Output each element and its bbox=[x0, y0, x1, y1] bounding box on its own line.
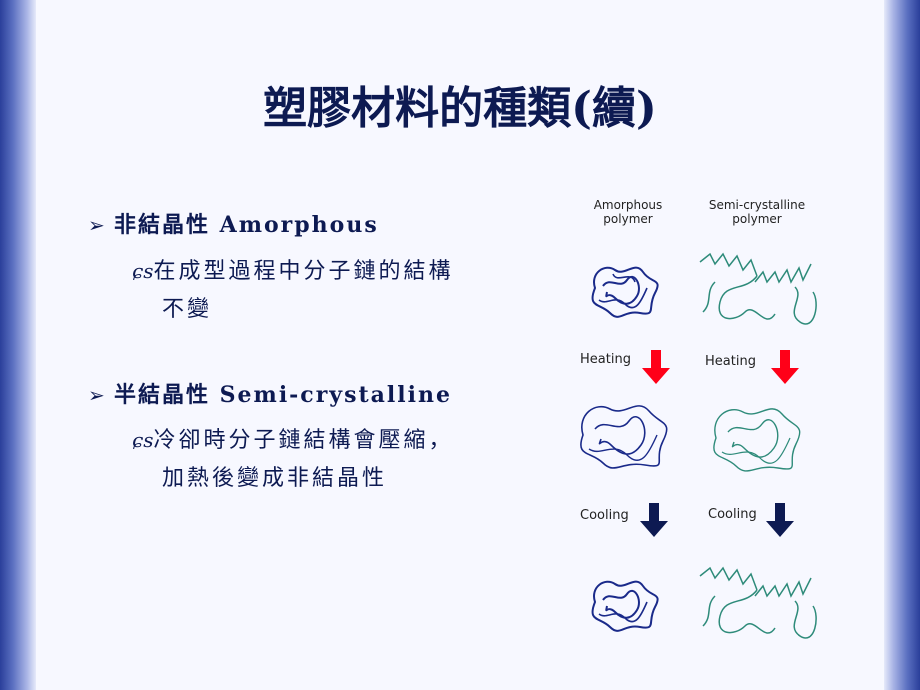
sub-bullet-amorphous: ɕs在成型過程中分子鏈的結構 不變 bbox=[132, 252, 542, 329]
slide-title: 塑膠材料的種類(續) bbox=[263, 83, 657, 134]
sub-text-line2: 加熱後變成非結晶性 bbox=[162, 466, 388, 491]
amorphous-cooled-chain-image bbox=[591, 580, 659, 632]
heating-label-left: Heating bbox=[580, 352, 631, 367]
bullet-semi-crystalline: ➢ 半結晶性 Semi-crystalline bbox=[88, 377, 452, 409]
bullet-label: 非結晶性 Amorphous bbox=[114, 212, 379, 238]
left-border bbox=[0, 0, 36, 690]
sub-text-line2: 不變 bbox=[162, 297, 213, 322]
arrow-bullet-icon: ➢ bbox=[88, 383, 107, 407]
sub-text-line1: 在成型過程中分子鏈的結構 bbox=[153, 259, 454, 284]
amorphous-polymer-chain-image bbox=[591, 266, 659, 318]
sub-text-line1: 冷卻時分子鏈結構會壓縮， bbox=[153, 428, 454, 453]
right-border bbox=[884, 0, 920, 690]
heating-label-right: Heating bbox=[705, 354, 756, 369]
heating-arrow-icon bbox=[642, 350, 670, 384]
arrow-bullet-icon: ➢ bbox=[88, 213, 107, 237]
cooling-arrow-icon bbox=[640, 503, 668, 537]
cooling-arrow-icon bbox=[766, 503, 794, 537]
cooling-label-right: Cooling bbox=[708, 507, 757, 522]
bullet-amorphous: ➢ 非結晶性 Amorphous bbox=[88, 207, 379, 239]
bullet-label: 半結晶性 Semi-crystalline bbox=[114, 382, 452, 408]
semi-crystalline-heated-chain-image bbox=[713, 408, 801, 472]
amorphous-heated-chain-image bbox=[580, 405, 668, 469]
heating-arrow-icon bbox=[771, 350, 799, 384]
sub-bullet-icon: ɕs bbox=[132, 259, 154, 283]
cooling-label-left: Cooling bbox=[580, 508, 629, 523]
semi-crystalline-polymer-chain-image bbox=[699, 252, 817, 325]
sub-bullet-semi: ɕs冷卻時分子鏈結構會壓縮， 加熱後變成非結晶性 bbox=[132, 421, 542, 498]
sub-bullet-icon: ɕs bbox=[132, 428, 154, 452]
semi-crystalline-cooled-chain-image bbox=[699, 566, 817, 639]
